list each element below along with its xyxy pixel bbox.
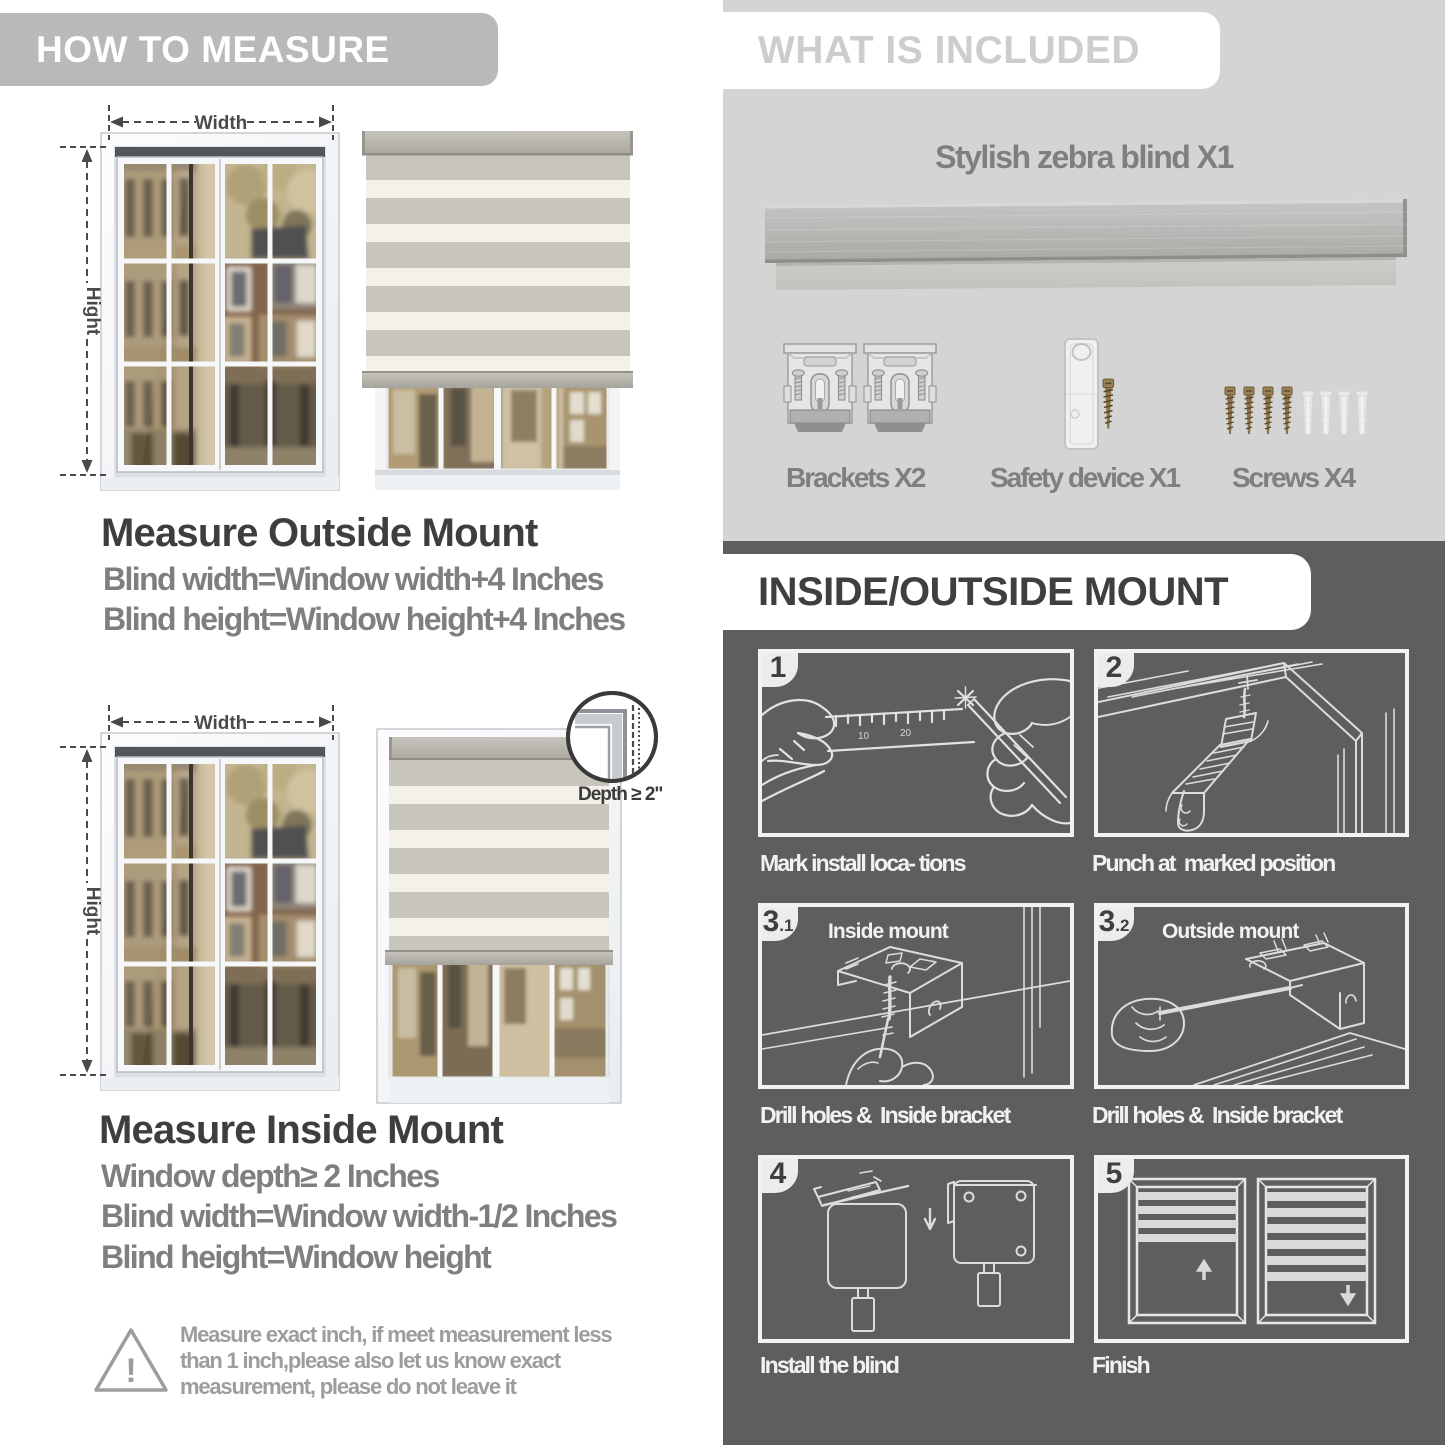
svg-text:Width: Width xyxy=(195,713,248,734)
svg-text:Width: Width xyxy=(195,113,248,134)
svg-text:10: 10 xyxy=(858,731,870,742)
svg-text:20: 20 xyxy=(900,728,912,739)
svg-text:Hight: Hight xyxy=(82,887,103,936)
svg-text:Hight: Hight xyxy=(82,287,103,336)
svg-text:Depth ≥ 2": Depth ≥ 2" xyxy=(578,784,662,805)
svg-text:!: ! xyxy=(125,1352,136,1390)
